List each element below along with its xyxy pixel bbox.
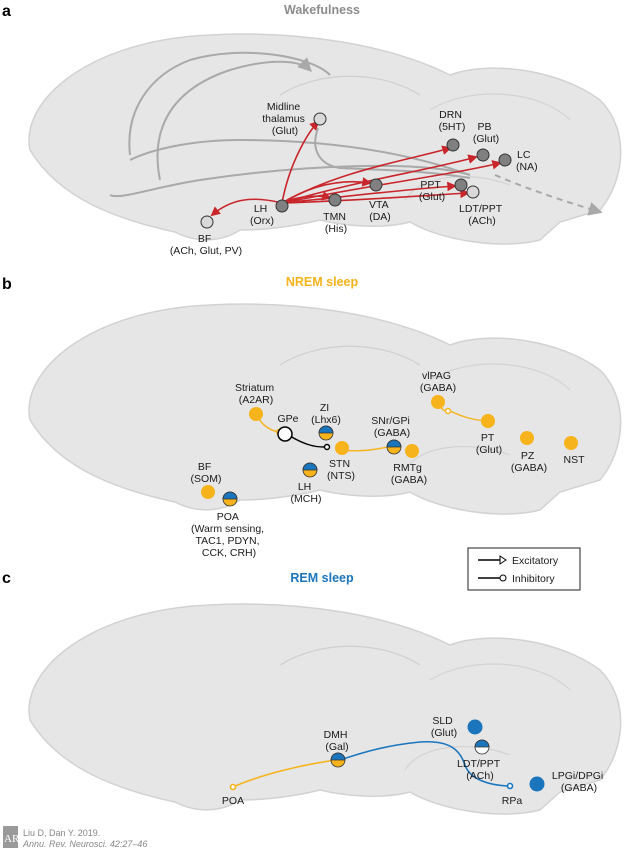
node-bf-som (201, 485, 215, 499)
label-lh: LH (Orx) (250, 203, 274, 227)
gray-pathways (109, 51, 603, 216)
node-pz (520, 431, 534, 445)
panel-title-nrem-sleep: NREM sleep (286, 275, 359, 289)
label-ldt-ppt-rem: LDT/PPT (ACh) (457, 758, 503, 782)
node-lh-mch (302, 462, 318, 478)
label-ppt: PPT (Glut) (419, 179, 445, 203)
node-bf (200, 215, 214, 229)
panel-c: c REM sleep DM (2, 570, 622, 815)
node-vta (369, 178, 383, 192)
credit-authors: Liu D, Dan Y. 2019. (23, 828, 100, 838)
legend: Excitatory Inhibitory (467, 547, 581, 591)
node-pt (481, 414, 495, 428)
node-drn (446, 138, 460, 152)
label-vta: VTA (DA) (369, 199, 391, 223)
credit-citation: Annu. Rev. Neurosci. 42:27–46 (22, 839, 147, 849)
node-ppt (454, 178, 468, 192)
node-lpgi (529, 776, 545, 792)
node-sld (467, 719, 483, 735)
inhibitory-circle-icon (499, 574, 507, 582)
label-bf-som: BF (SOM) (191, 461, 222, 485)
panel-letter-b: b (2, 276, 12, 293)
node-striatum (249, 407, 263, 421)
label-ldt-ppt: LDT/PPT (ACh) (459, 203, 505, 227)
node-gpe (277, 426, 293, 442)
nodes-c (330, 719, 545, 792)
node-ldt-ppt (466, 185, 480, 199)
annual-reviews-logo (3, 826, 18, 848)
node-rmtg (405, 444, 419, 458)
label-rmtg: RMTg (GABA) (391, 462, 427, 486)
node-snr-gpi (386, 439, 402, 455)
red-projections (210, 120, 502, 217)
label-pt: PT (Glut) (476, 432, 502, 456)
panel-letter-c: c (2, 570, 11, 587)
nodes-b (201, 395, 578, 507)
node-tmn (328, 193, 342, 207)
node-lh (275, 199, 289, 213)
node-vlpag (431, 395, 445, 409)
svg-text:AR: AR (4, 833, 20, 845)
label-zi: ZI (Lhx6) (311, 402, 341, 426)
label-drn: DRN (5HT) (439, 109, 466, 133)
label-snr-gpi: SNr/GPi (GABA) (371, 415, 412, 439)
credit: AR Liu D, Dan Y. 2019. Annu. Rev. Neuros… (3, 826, 147, 849)
label-lh-mch: LH (MCH) (291, 481, 322, 505)
label-dmh: DMH (Gal) (324, 729, 351, 753)
label-tmn: TMN (His) (323, 211, 349, 235)
label-poa-nrem: POA (Warm sensing, TAC1, PDYN, CCK, CRH) (191, 511, 267, 559)
node-lc (498, 153, 512, 167)
panel-title-rem-sleep: REM sleep (290, 571, 354, 585)
excitatory-arrow-icon (499, 555, 507, 565)
label-pz: PZ (GABA) (511, 450, 547, 474)
label-stn: STN (NTS) (327, 458, 355, 482)
rem-connections (229, 740, 514, 791)
node-zi (318, 425, 334, 441)
legend-box (467, 547, 581, 591)
label-lpgi: LPGi/DPGi (GABA) (552, 770, 606, 794)
nodes-a (200, 112, 512, 229)
panel-b: b NREM sleep (2, 275, 622, 591)
svg-text:Excitatory: Excitatory (512, 555, 559, 567)
label-nst: NST (564, 454, 586, 466)
node-pb (476, 148, 490, 162)
label-sld: SLD (Glut) (431, 715, 457, 739)
panel-title-wakefulness: Wakefulness (284, 3, 360, 17)
label-midline-thalamus: Midline thalamus (Glut) (262, 101, 308, 137)
label-bf: BF (ACh, Glut, PV) (170, 233, 242, 257)
node-midline-thalamus (313, 112, 327, 126)
node-poa (222, 491, 238, 507)
label-pb: PB (Glut) (473, 121, 499, 145)
node-stn (335, 441, 349, 455)
label-vlpag: vlPAG (GABA) (420, 370, 456, 394)
label-poa-rem: POA (222, 795, 244, 807)
label-lc: LC (NA) (516, 149, 538, 173)
label-striatum: Striatum (A2AR) (235, 382, 277, 406)
node-nst (564, 436, 578, 450)
node-ldt-ppt-rem (474, 739, 490, 755)
panel-a: a Wakefulness (2, 3, 622, 257)
node-dmh (330, 752, 346, 768)
legend-inhibitory: Inhibitory (478, 573, 555, 585)
label-rpa: RPa (502, 795, 523, 807)
svg-text:Inhibitory: Inhibitory (512, 573, 555, 585)
legend-excitatory: Excitatory (478, 555, 559, 567)
panel-letter-a: a (2, 3, 11, 20)
label-gpe: GPe (277, 413, 298, 425)
